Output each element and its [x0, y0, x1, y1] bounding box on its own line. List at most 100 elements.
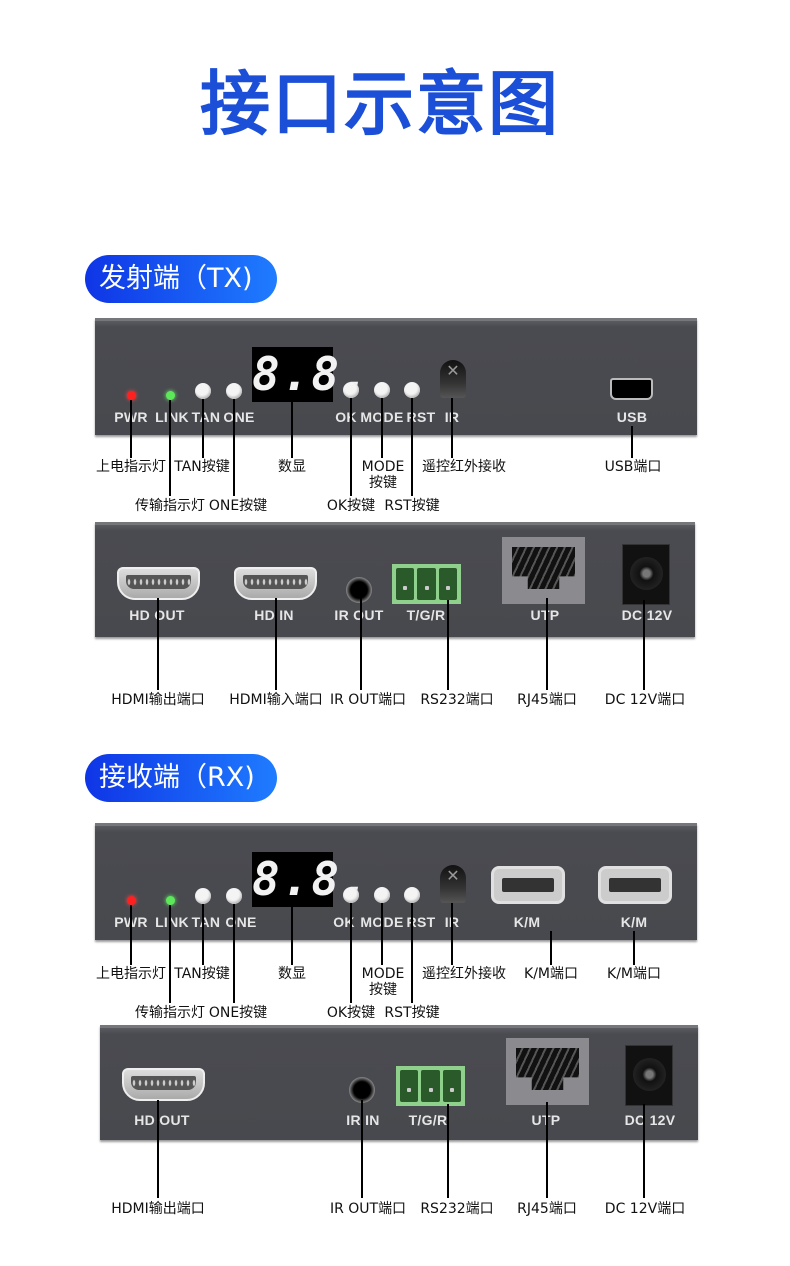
tx-rs232-terminal	[392, 564, 461, 604]
silk-rst: RST	[406, 914, 436, 930]
callout-line	[411, 903, 413, 1003]
silk-hd-out: HD OUT	[129, 607, 185, 623]
callout-mode-line1: MODE	[361, 966, 405, 982]
callout-line	[275, 598, 277, 690]
callout-line	[381, 903, 383, 965]
page-title: 接口示意图	[200, 63, 560, 145]
callout-line	[169, 905, 171, 1003]
callout-tan: TAN按键	[174, 966, 230, 982]
silk-km-2: K/M	[620, 914, 648, 930]
rx-hdmi-out-port	[122, 1068, 205, 1101]
callout-line	[381, 398, 383, 458]
tx-mode-button	[374, 382, 390, 398]
callout-ok: OK按键	[326, 1005, 376, 1021]
callout-line	[447, 600, 449, 690]
silk-link: LINK	[155, 409, 189, 425]
callout-usb: USB端口	[604, 459, 662, 475]
callout-line	[291, 402, 293, 458]
silk-ok: OK	[335, 409, 357, 425]
callout-line	[157, 598, 159, 690]
tx-ir-out-jack	[346, 577, 372, 603]
silk-one: ONE	[225, 914, 257, 930]
callout-line	[631, 426, 633, 458]
callout-rst: RST按键	[384, 498, 440, 514]
callout-hdmi-out: HDMI输出端口	[111, 692, 205, 708]
tx-section-badge: 发射端（TX)	[85, 255, 277, 303]
callout-ir: 遥控红外接收	[422, 966, 506, 982]
callout-display: 数显	[278, 966, 306, 982]
silk-utp: UTP	[532, 1112, 561, 1128]
tx-hdmi-out-port	[117, 567, 200, 600]
callout-ir-out: IR OUT端口	[329, 692, 407, 708]
silk-utp: UTP	[530, 607, 560, 623]
rx-mode-button	[374, 887, 390, 903]
rx-tan-button	[195, 888, 211, 904]
callout-rj45: RJ45端口	[517, 692, 577, 708]
silk-hd-out: HD OUT	[134, 1112, 190, 1128]
callout-km-2: K/M端口	[607, 966, 661, 982]
tx-rst-button	[404, 382, 420, 398]
tx-rj45-port	[502, 537, 585, 604]
silk-dc: DC 12V	[621, 607, 673, 623]
silk-tgr: T/G/R	[406, 607, 446, 623]
callout-hdmi-in: HDMI输入端口	[229, 692, 323, 708]
rx-link-led	[166, 896, 175, 905]
rx-power-led	[127, 896, 136, 905]
tx-tan-button	[195, 383, 211, 399]
callout-line	[202, 904, 204, 965]
tx-dc-jack	[622, 544, 670, 605]
rx-rs232-terminal	[396, 1066, 465, 1106]
callout-ir: 遥控红外接收	[422, 459, 506, 475]
callout-dc: DC 12V端口	[604, 692, 686, 708]
silk-rst: RST	[406, 409, 436, 425]
rx-rst-button	[404, 887, 420, 903]
callout-rs232: RS232端口	[420, 692, 494, 708]
silk-tan: TAN	[191, 914, 221, 930]
callout-km-1: K/M端口	[524, 966, 578, 982]
callout-line	[447, 1104, 449, 1198]
tx-link-led	[166, 391, 175, 400]
tx-usb-port	[610, 378, 653, 400]
callout-line	[130, 905, 132, 965]
callout-line	[451, 398, 453, 458]
callout-link-led: 传输指示灯	[135, 498, 205, 514]
callout-ir-out: IR OUT端口	[329, 1201, 407, 1217]
callout-line	[451, 903, 453, 965]
callout-line	[130, 400, 132, 458]
callout-line	[350, 903, 352, 1003]
callout-line	[233, 904, 235, 1003]
tx-segment-display: 8.8.	[252, 347, 371, 402]
rx-ok-button	[343, 887, 359, 903]
rx-segment-display: 8.8.	[252, 852, 371, 907]
callout-line	[633, 931, 635, 965]
silk-link: LINK	[155, 914, 189, 930]
callout-dc: DC 12V端口	[604, 1201, 686, 1217]
callout-mode-line1: MODE	[361, 459, 405, 475]
rx-ir-in-jack	[349, 1077, 375, 1103]
callout-line	[157, 1100, 159, 1198]
rx-dc-jack	[625, 1045, 673, 1106]
callout-rj45: RJ45端口	[517, 1201, 577, 1217]
rx-front-panel	[95, 823, 697, 940]
rx-one-button	[226, 888, 242, 904]
silk-usb: USB	[616, 409, 648, 425]
callout-display: 数显	[278, 459, 306, 475]
callout-line	[291, 907, 293, 965]
callout-line	[233, 399, 235, 496]
callout-link-led: 传输指示灯	[135, 1005, 205, 1021]
callout-rst: RST按键	[384, 1005, 440, 1021]
tx-ir-receiver-icon: ✕	[440, 360, 466, 398]
silk-ir-in: IR IN	[346, 1112, 380, 1128]
tx-power-led	[127, 391, 136, 400]
callout-power-led: 上电指示灯	[96, 459, 166, 475]
callout-line	[643, 600, 645, 690]
silk-ir-out: IR OUT	[334, 607, 384, 623]
rx-ir-receiver-icon: ✕	[440, 865, 466, 903]
silk-ok: OK	[333, 914, 355, 930]
rx-km-usb-port-2	[598, 866, 672, 904]
callout-mode-line2: 按键	[368, 982, 397, 998]
callout-line	[546, 598, 548, 690]
rx-rj45-port	[506, 1038, 589, 1105]
